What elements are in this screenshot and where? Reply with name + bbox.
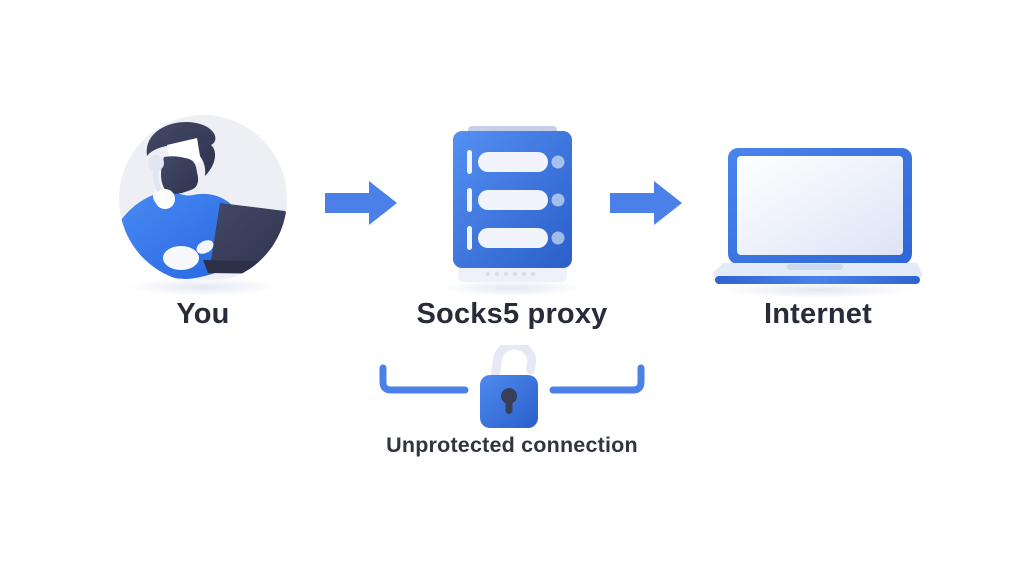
server-base-dots (485, 271, 536, 277)
server-shadow (440, 280, 584, 296)
user-at-laptop-avatar-icon (119, 115, 287, 283)
open-padlock-icon (480, 345, 538, 428)
avatar-shadow (126, 278, 280, 296)
arrow-right-icon (325, 181, 397, 225)
arrow-right-icon (610, 181, 682, 225)
connection-note-label: Unprotected connection (386, 433, 638, 457)
node-label-socks5-proxy: Socks5 proxy (416, 298, 608, 330)
proxy-server-icon (453, 126, 572, 282)
unprotected-connection-bracket (379, 345, 645, 428)
laptop-icon (712, 148, 923, 284)
laptop-shadow (721, 282, 915, 298)
node-label-you: You (176, 298, 230, 330)
node-label-internet: Internet (764, 298, 872, 330)
